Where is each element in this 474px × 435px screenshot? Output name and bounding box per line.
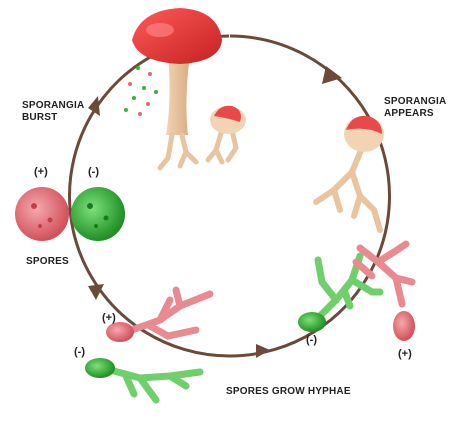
label-sporangia-appears: SPORANGIA APPEARS bbox=[384, 96, 446, 120]
hyphae-icon bbox=[298, 240, 416, 341]
minus-spore-icon bbox=[71, 187, 125, 241]
sign-minus-right: (-) bbox=[306, 334, 317, 346]
sign-plus-spore: (+) bbox=[34, 166, 48, 178]
sign-plus-hypha: (+) bbox=[102, 312, 116, 324]
label-sporangia-burst: SPORANGIA BURST bbox=[22, 100, 84, 124]
mushroom-sporangium-icon bbox=[132, 8, 222, 171]
label-spores-grow-hyphae: SPORES GROW HYPHAE bbox=[226, 386, 351, 397]
hyphae-icon bbox=[85, 286, 214, 404]
sign-minus-spore: (-) bbox=[88, 166, 99, 178]
arrow-icon bbox=[88, 66, 342, 358]
label-sporangia-burst-line1: SPORANGIA bbox=[22, 100, 85, 111]
released-spores bbox=[124, 66, 158, 116]
sign-minus-hypha: (-) bbox=[74, 346, 85, 358]
label-spores: SPORES bbox=[26, 256, 69, 267]
label-sporangia-appears-line2: APPEARS bbox=[384, 108, 434, 119]
label-sporangia-appears-line1: SPORANGIA bbox=[384, 96, 447, 107]
label-sporangia-burst-line2: BURST bbox=[22, 112, 58, 123]
emerging-sporangium-icon bbox=[313, 115, 384, 233]
sign-plus-right: (+) bbox=[398, 348, 412, 360]
small-sporangium-icon bbox=[205, 105, 246, 165]
plus-spore-icon bbox=[15, 187, 69, 241]
